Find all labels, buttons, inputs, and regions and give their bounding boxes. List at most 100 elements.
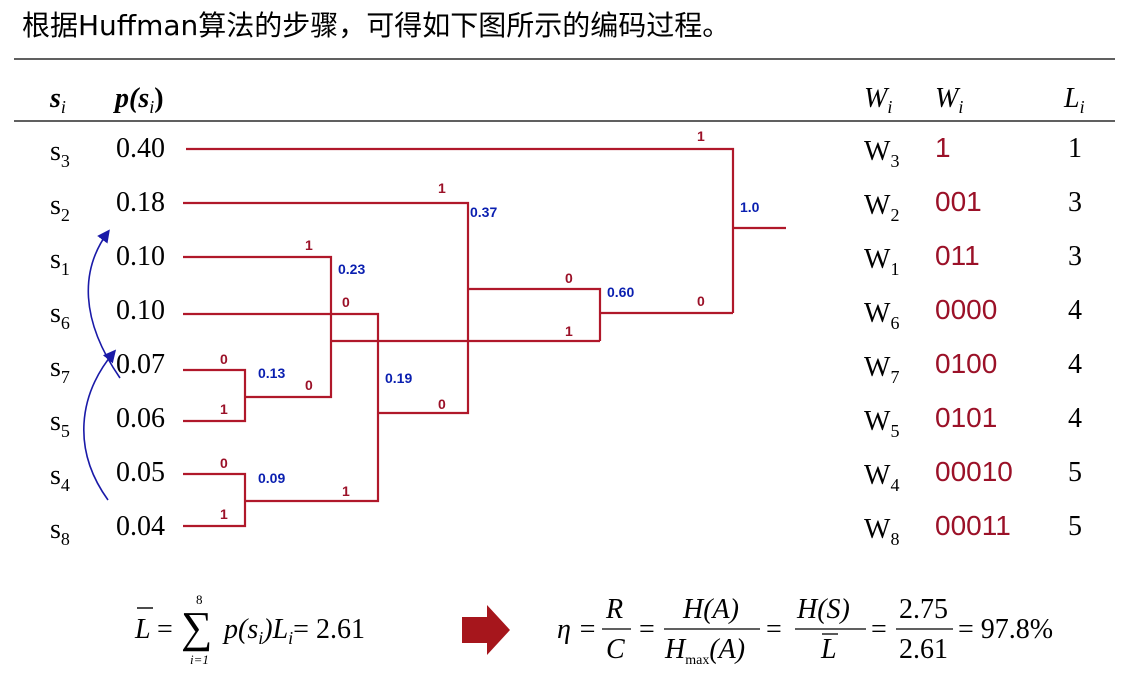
formula-eq: =: [639, 614, 655, 645]
tree-edge-n009: [245, 413, 380, 503]
right-arrow-icon: [462, 605, 510, 655]
frac3-den: L: [820, 634, 837, 665]
formula-efficiency: η = R C = H(A) Hmax(A) = H(S) L = 2.75 2…: [557, 594, 1053, 668]
formula-eq: =: [157, 614, 173, 645]
symbol-label: s7: [50, 352, 70, 387]
probability-value: 0.18: [116, 187, 165, 218]
codeword: 00011: [935, 510, 1011, 541]
node-value: 0.60: [607, 284, 634, 300]
bit-labels: 0 1 0 1 0 1 0 1 1 0 0 1 1 0: [220, 128, 705, 522]
bit-label: 1: [697, 128, 705, 144]
node-values: 0.13 0.09 0.23 0.19 0.37 0.60 1.0: [258, 199, 760, 486]
formula-body: p(si)Li= 2.61: [222, 614, 365, 648]
tree-lines: [183, 147, 786, 528]
symbol-label: s6: [50, 298, 70, 333]
code-length: 5: [1068, 457, 1082, 488]
formula-eta: η =: [557, 614, 597, 645]
probability-value: 0.07: [116, 349, 165, 380]
sigma-symbol: ∑: [181, 603, 212, 652]
codeword-symbol: W6: [864, 298, 899, 333]
tree-edge-s6: [183, 312, 380, 413]
formula-L: L: [134, 614, 151, 645]
codeword-symbol: W3: [864, 136, 899, 171]
tree-edge-n019: [378, 289, 470, 415]
symbol-label: s5: [50, 406, 70, 441]
sum-bottom: i=1: [190, 652, 209, 667]
frac1-num: R: [605, 594, 623, 625]
codeword: 0101: [935, 402, 997, 433]
bit-label: 1: [565, 323, 573, 339]
symbol-label: s1: [50, 244, 70, 279]
symbol-label: s2: [50, 190, 70, 225]
bit-label: 0: [342, 294, 350, 310]
symbol-label: s4: [50, 460, 70, 495]
codeword: 00010: [935, 456, 1013, 487]
header-prob: p(si): [113, 83, 164, 117]
frac2-num: H(A): [682, 594, 739, 625]
sum-top: 8: [196, 592, 203, 607]
node-value: 0.23: [338, 261, 365, 277]
codeword: 1: [935, 132, 951, 163]
tree-edge-s4-s8: [183, 472, 247, 528]
tree-edge-s1: [183, 255, 333, 341]
probability-value: 0.10: [116, 295, 165, 326]
reorder-arrow-lower: [83, 349, 117, 501]
header-w-code: Wi: [935, 83, 963, 117]
tree-edge-n037: [468, 287, 602, 341]
tree-edge-n013: [245, 341, 333, 399]
code-length: 4: [1068, 295, 1082, 326]
codeword-symbol: W8: [864, 514, 899, 549]
header-w-symbol: Wi: [864, 83, 892, 117]
formula-result: = 97.8%: [958, 614, 1053, 645]
node-value: 1.0: [740, 199, 760, 215]
symbol-label: s8: [50, 514, 70, 549]
tree-edge-s7-s5: [183, 368, 247, 423]
page-title: 根据Huffman算法的步骤，可得如下图所示的编码过程。: [22, 9, 731, 42]
node-value: 0.19: [385, 370, 412, 386]
formula-eq: =: [871, 614, 887, 645]
probability-value: 0.40: [116, 133, 165, 164]
probability-value: 0.10: [116, 241, 165, 272]
codeword-symbol: W1: [864, 244, 899, 279]
bit-label: 0: [697, 293, 705, 309]
bit-label: 1: [220, 506, 228, 522]
code-length: 5: [1068, 511, 1082, 542]
frac4-num: 2.75: [899, 594, 948, 625]
frac1-den: C: [606, 634, 625, 665]
code-length: 1: [1068, 133, 1082, 164]
symbol-label: s3: [50, 136, 70, 171]
probability-value: 0.04: [116, 511, 165, 542]
formula-average-length: L = ∑ 8 i=1 p(si)Li= 2.61: [134, 592, 365, 667]
code-length: 4: [1068, 349, 1082, 380]
codeword: 011: [935, 240, 980, 271]
codeword: 0000: [935, 294, 997, 325]
code-length: 3: [1068, 187, 1082, 218]
bit-label: 0: [305, 377, 313, 393]
node-value: 0.13: [258, 365, 285, 381]
code-length: 3: [1068, 241, 1082, 272]
formula-eq: =: [766, 614, 782, 645]
bit-label: 0: [565, 270, 573, 286]
bit-label: 1: [220, 401, 228, 417]
codeword-symbol: W2: [864, 190, 899, 225]
bit-label: 1: [438, 180, 446, 196]
probability-value: 0.05: [116, 457, 165, 488]
codeword: 001: [935, 186, 982, 217]
frac2-den: Hmax(A): [664, 634, 745, 668]
node-value: 0.09: [258, 470, 285, 486]
codeword: 0100: [935, 348, 997, 379]
frac3-num: H(S): [796, 594, 850, 625]
bit-label: 1: [305, 237, 313, 253]
code-length: 4: [1068, 403, 1082, 434]
tree-edge-s2: [183, 201, 470, 289]
probability-value: 0.06: [116, 403, 165, 434]
codeword-symbol: W7: [864, 352, 899, 387]
node-value: 0.37: [470, 204, 497, 220]
codeword-symbol: W4: [864, 460, 899, 495]
bit-label: 0: [220, 351, 228, 367]
frac4-den: 2.61: [899, 634, 948, 665]
bit-label: 0: [438, 396, 446, 412]
